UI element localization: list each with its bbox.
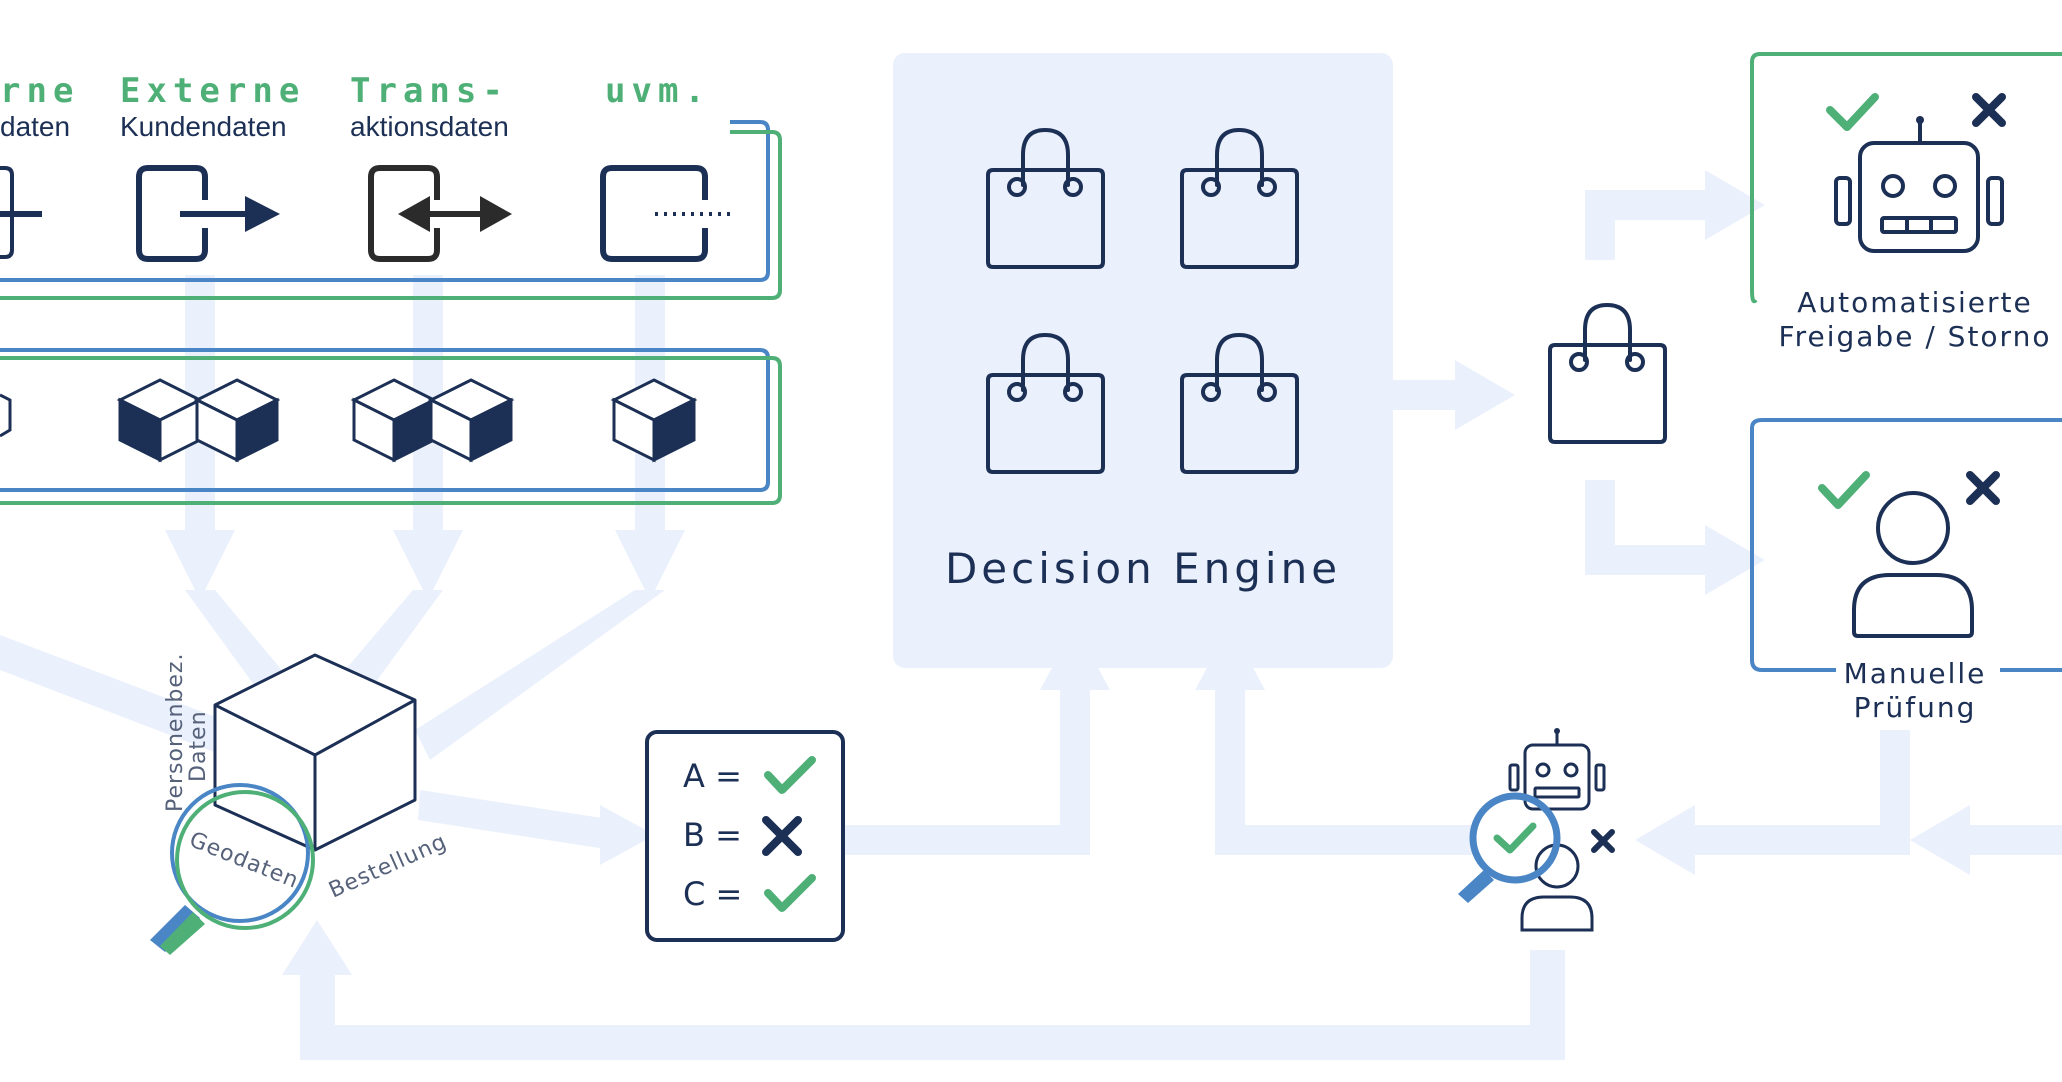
cube-bracket <box>0 348 782 505</box>
cross-icon <box>1966 471 2000 505</box>
shopping-bag-icon <box>986 128 1105 269</box>
login-icon <box>0 166 42 259</box>
shopping-bag-icon <box>1180 128 1299 269</box>
cube-label-order: Bestellung <box>325 829 451 903</box>
manual-label-line2: Prüfung <box>1854 691 1977 724</box>
cube-label-personal-2: Daten <box>186 710 211 782</box>
source-bracket <box>0 120 782 300</box>
automated-outcome-box <box>1750 52 2062 304</box>
cross-icon <box>762 816 802 856</box>
automated-label-bg <box>1768 282 2062 356</box>
decision-engine-title: Decision Engine <box>945 544 1341 593</box>
check-icon <box>764 756 816 794</box>
check-icon <box>1818 471 1870 509</box>
source-subtitle-1: daten <box>0 111 70 142</box>
person-icon <box>1852 491 1974 638</box>
magnifier-icon <box>1458 792 1561 903</box>
more-icon <box>600 165 730 262</box>
checklist-label-c: C = <box>683 875 742 913</box>
checklist-label-a: A = <box>683 757 742 795</box>
shopping-bag-icon <box>1548 303 1667 444</box>
decision-engine-panel <box>893 53 1393 668</box>
automated-label-line2: Freigabe / Storno <box>1779 320 2052 353</box>
cube-icon <box>193 378 281 463</box>
source-title-2: Externe <box>120 71 305 111</box>
source-title-1: rne <box>0 71 79 111</box>
cube-icon <box>116 378 204 463</box>
source-title-3: Trans- <box>350 71 509 111</box>
cross-icon <box>1972 93 2006 127</box>
manual-label-line1: Manuelle <box>1844 657 1987 690</box>
check-icon <box>764 874 816 912</box>
source-subtitle-3: aktionsdaten <box>350 111 509 142</box>
source-subtitle-2: Kundendaten <box>120 111 287 142</box>
shopping-bag-icon <box>1180 333 1299 474</box>
person-icon <box>1520 843 1594 932</box>
checklist-card <box>645 730 845 942</box>
login-icon <box>136 165 280 262</box>
automated-label-line1: Automatisierte <box>1797 286 2033 319</box>
flow-arrows <box>0 170 2062 1060</box>
cube-icon <box>0 393 12 438</box>
magnifier-icon <box>150 783 315 955</box>
manual-outcome-box <box>1750 418 2062 672</box>
robot-icon <box>1508 728 1606 811</box>
shopping-bag-icon <box>986 333 1105 474</box>
cube-icon <box>427 378 515 463</box>
robot-icon <box>1834 116 2004 253</box>
cross-icon <box>1591 829 1615 853</box>
cube-icon <box>610 378 698 463</box>
data-cube <box>213 653 417 852</box>
cube-label-personal: Personenbez. <box>163 653 188 812</box>
cube-icon <box>350 378 438 463</box>
transfer-icon <box>368 165 512 262</box>
checklist-label-b: B = <box>683 816 742 854</box>
source-title-4: uvm. <box>605 71 711 111</box>
check-icon <box>1826 93 1879 131</box>
